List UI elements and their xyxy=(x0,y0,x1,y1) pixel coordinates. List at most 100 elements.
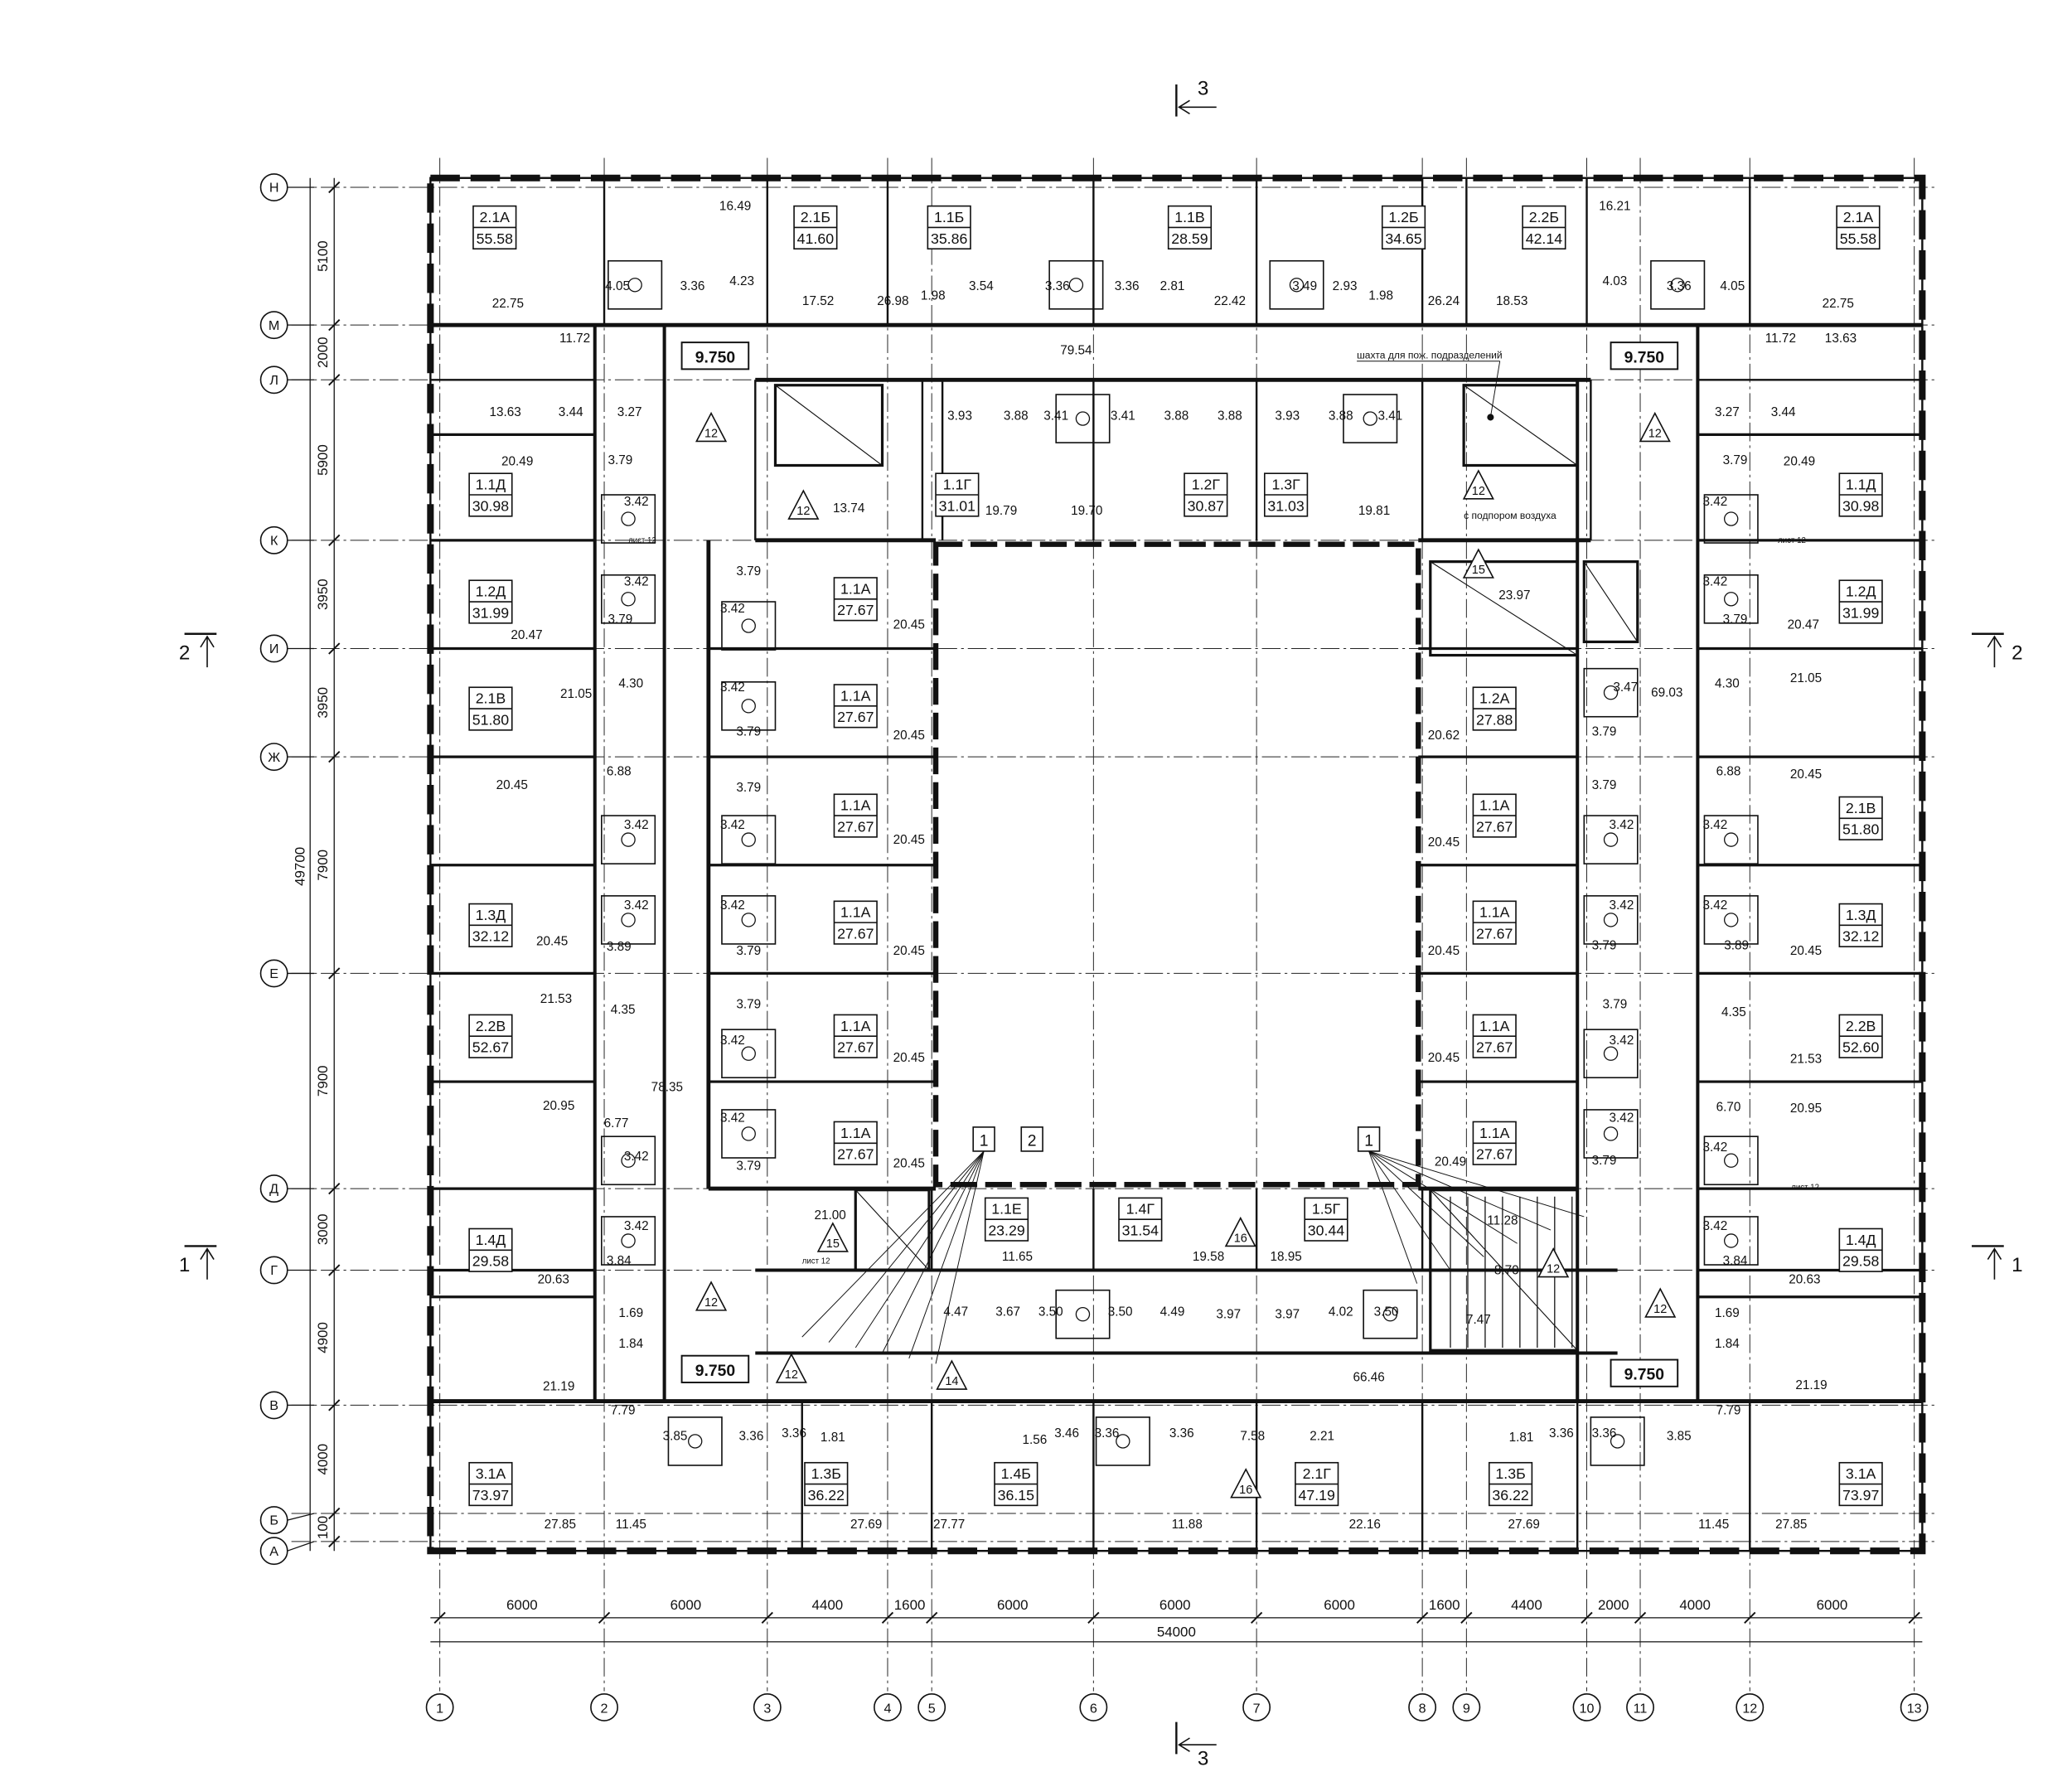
room-area: 3.36 xyxy=(1549,1426,1574,1440)
room-area: 7.79 xyxy=(611,1404,636,1418)
callout-number: 1 xyxy=(1364,1131,1373,1150)
room-area: 3.97 xyxy=(1216,1308,1241,1322)
apartment-code: 2.1Г xyxy=(1303,1465,1332,1482)
bathroom-unit xyxy=(1343,394,1398,443)
dimension-value: 4000 xyxy=(1679,1597,1711,1613)
dimension-value: 4000 xyxy=(315,1444,331,1475)
room-area: 3.97 xyxy=(1275,1308,1300,1322)
core-hatch xyxy=(854,1189,930,1271)
plumbing-fixture-icon xyxy=(621,1153,636,1168)
room-area: 3.41 xyxy=(1043,409,1068,424)
courtyard-wall xyxy=(932,541,1421,1188)
apartment-code: 1.3Б xyxy=(1495,1465,1525,1482)
room-area: 3.79 xyxy=(1602,997,1627,1011)
triangle-mark-number: 12 xyxy=(1648,428,1662,441)
bathroom-unit xyxy=(1055,394,1111,443)
apartment-area: 31.01 xyxy=(939,497,975,514)
room-area: 18.53 xyxy=(1496,294,1527,308)
room-area: 1.84 xyxy=(618,1337,643,1351)
room-area: 3.85 xyxy=(663,1429,688,1443)
dimension-tick xyxy=(1634,1611,1647,1624)
room-area: 20.45 xyxy=(536,935,568,949)
dimension-tick xyxy=(328,319,341,332)
triangle-mark-number: 12 xyxy=(1472,485,1485,498)
apartment-area: 30.98 xyxy=(1842,497,1880,514)
room-area: 20.47 xyxy=(511,628,542,642)
column-axis-label: 5 xyxy=(928,1701,936,1716)
apartment-area: 34.65 xyxy=(1385,230,1422,247)
room-area: 20.49 xyxy=(501,455,533,469)
triangle-mark-number: 12 xyxy=(1653,1303,1667,1316)
room-area: 11.72 xyxy=(1765,332,1796,346)
room-area: 6.88 xyxy=(1716,765,1741,779)
column-axis-bubble xyxy=(1572,1692,1601,1721)
elevation-mark: 9.750 xyxy=(695,348,735,366)
dimension-tick xyxy=(926,1611,938,1624)
walls xyxy=(427,174,1926,1555)
room-area: 7.47 xyxy=(1466,1313,1491,1327)
plumbing-fixture-icon xyxy=(1603,685,1619,700)
plumbing-fixture-icon xyxy=(1724,1153,1739,1168)
room-area: 3.79 xyxy=(736,724,761,738)
dimension-value: 7900 xyxy=(315,850,331,881)
callout-number: 2 xyxy=(1028,1131,1037,1150)
dimension-tick xyxy=(328,967,341,980)
bathroom-unit xyxy=(1703,895,1759,945)
apartment-code: 1.1А xyxy=(1479,904,1510,921)
bathroom-unit xyxy=(721,601,777,651)
triangle-mark-number: 16 xyxy=(1234,1232,1247,1246)
apartment-code: 1.1Г xyxy=(943,477,972,493)
room-area: 7.58 xyxy=(1240,1429,1265,1443)
leader-dot-icon xyxy=(1487,414,1494,421)
fire-zone-triangle-icon xyxy=(936,1359,968,1390)
dimension-tick xyxy=(1416,1611,1429,1624)
dimension-tick xyxy=(328,374,341,386)
apartment-code: 1.4Г xyxy=(1126,1201,1155,1218)
stair-elevator-core xyxy=(1429,1189,1579,1352)
apartment-area: 23.29 xyxy=(988,1223,1025,1239)
apartment-code: 2.2В xyxy=(1846,1018,1876,1034)
room-area: 1.69 xyxy=(1715,1306,1740,1320)
apartment-area: 42.14 xyxy=(1526,230,1563,247)
room-area: 22.75 xyxy=(492,297,524,311)
room-area: 3.42 xyxy=(720,1111,745,1125)
triangle-mark-number: 14 xyxy=(945,1375,958,1388)
dimension-tick xyxy=(328,181,341,194)
room-area: 13.63 xyxy=(1825,332,1857,346)
room-area: 3.36 xyxy=(1115,279,1140,293)
triangle-mark-number: 16 xyxy=(1239,1484,1252,1497)
plumbing-fixture-icon xyxy=(621,592,636,607)
apartment-code: 1.3Б xyxy=(811,1465,841,1482)
apartment-area: 27.67 xyxy=(1476,1039,1513,1056)
apartment-code: 1.2Д xyxy=(1846,583,1876,600)
bathroom-unit xyxy=(601,574,656,624)
room-area: 22.42 xyxy=(1214,294,1246,308)
room-area: 1.84 xyxy=(1715,1337,1740,1351)
dimension-value: 4400 xyxy=(812,1597,844,1613)
section-label: 3 xyxy=(1198,1747,1208,1770)
column-axis-label: 2 xyxy=(601,1701,608,1716)
bathroom-unit xyxy=(667,1416,723,1466)
apartment-labels: 2.1А55.582.1Б41.601.1Б35.861.1В28.591.2Б… xyxy=(468,205,1883,1507)
column-axis-label: 3 xyxy=(763,1701,771,1716)
room-area: 3.42 xyxy=(1702,495,1727,509)
callout-box xyxy=(972,1126,995,1152)
room-area: 3.27 xyxy=(1715,405,1740,419)
apartment-area: 29.58 xyxy=(1842,1253,1880,1270)
column-axis-label: 1 xyxy=(436,1701,443,1716)
room-area: 27.69 xyxy=(1508,1518,1540,1532)
dimension-tick xyxy=(1087,1611,1100,1624)
dimension-value: 3950 xyxy=(315,687,331,719)
room-area: 3.89 xyxy=(1724,938,1749,952)
room-area: 3.42 xyxy=(1610,898,1634,913)
apartment-code: 1.5Г xyxy=(1312,1201,1341,1218)
dimension-value: 3000 xyxy=(315,1213,331,1245)
